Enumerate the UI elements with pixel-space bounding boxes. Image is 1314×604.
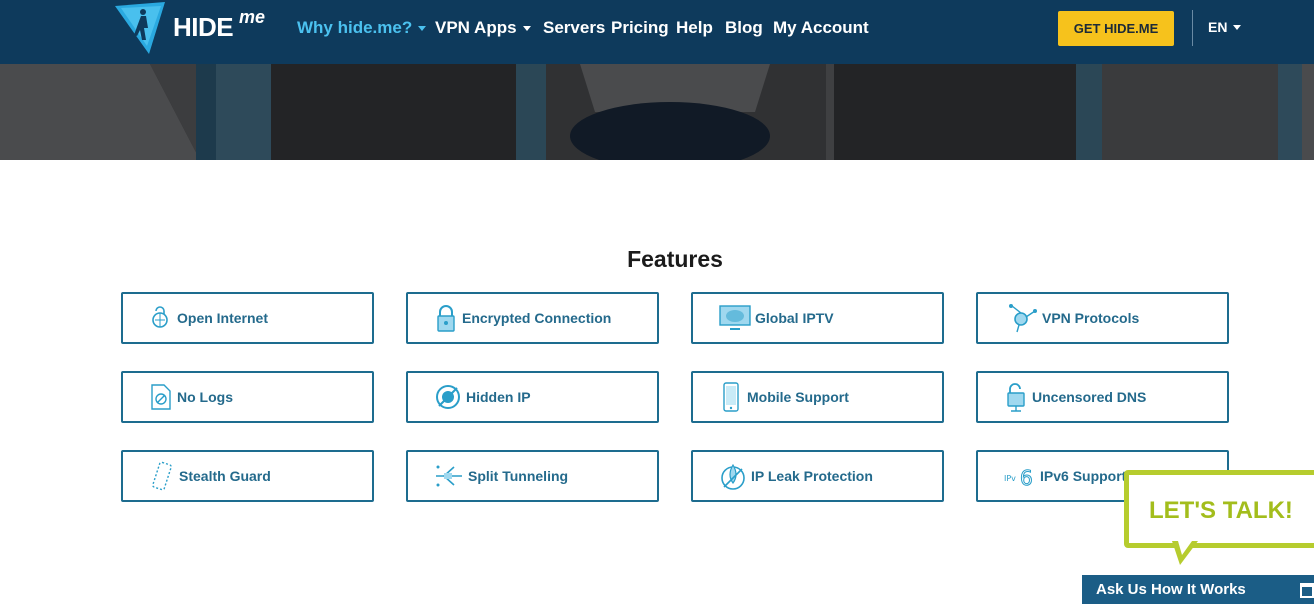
feature-global-iptv[interactable]: Global IPTV — [691, 292, 944, 344]
language-label: EN — [1208, 19, 1228, 35]
chevron-down-icon — [522, 25, 531, 31]
feature-label: Global IPTV — [755, 310, 834, 326]
feature-mobile-support[interactable]: Mobile Support — [691, 371, 944, 423]
nav-pricing[interactable]: Pricing — [611, 18, 669, 38]
get-hide-me-button[interactable]: GET HIDE.ME — [1058, 11, 1174, 46]
nav-label: Why hide.me? — [297, 18, 413, 37]
top-navigation-bar: HIDE me Why hide.me? VPN Apps Servers Pr… — [0, 0, 1314, 64]
chevron-down-icon — [1233, 24, 1242, 30]
feature-label: IP Leak Protection — [751, 468, 873, 484]
nav-why-hide-me[interactable]: Why hide.me? — [297, 18, 427, 38]
nav-vpn-apps[interactable]: VPN Apps — [435, 18, 531, 38]
nav-label: Pricing — [611, 18, 669, 37]
feature-label: Stealth Guard — [179, 468, 271, 484]
chat-window-icon — [1300, 583, 1314, 598]
feature-label: IPv6 Support — [1040, 468, 1127, 484]
tv-globe-icon — [719, 303, 751, 333]
logo-triangle-icon — [115, 2, 165, 54]
nav-servers[interactable]: Servers — [543, 18, 605, 38]
feature-uncensored-dns[interactable]: Uncensored DNS — [976, 371, 1229, 423]
header-divider — [1192, 10, 1193, 46]
split-tunnel-icon — [434, 461, 464, 491]
feature-label: Open Internet — [177, 310, 269, 326]
feature-label: Hidden IP — [466, 389, 531, 405]
network-node-icon — [1004, 303, 1038, 333]
ipv6-icon: IPv 6 — [1004, 461, 1036, 491]
chat-bar-label: Ask Us How It Works — [1096, 581, 1246, 598]
leak-drop-icon — [719, 461, 747, 491]
svg-text:IPv: IPv — [1004, 474, 1016, 483]
feature-hidden-ip[interactable]: Hidden IP — [406, 371, 659, 423]
feature-ip-leak-protection[interactable]: IP Leak Protection — [691, 450, 944, 502]
logo-suffix: me — [239, 7, 266, 27]
feature-open-internet[interactable]: Open Internet — [121, 292, 374, 344]
chat-open-bar[interactable]: Ask Us How It Works — [1082, 575, 1314, 604]
feature-encrypted-connection[interactable]: Encrypted Connection — [406, 292, 659, 344]
feature-stealth-guard[interactable]: Stealth Guard — [121, 450, 374, 502]
nav-label: Help — [676, 18, 713, 37]
feature-label: Split Tunneling — [468, 468, 569, 484]
nav-label: VPN Apps — [435, 18, 517, 37]
nav-label: Servers — [543, 18, 606, 37]
hide-me-logo[interactable]: HIDE me — [113, 2, 283, 54]
hidden-ip-icon — [434, 382, 462, 412]
feature-label: VPN Protocols — [1042, 310, 1140, 326]
no-document-icon — [149, 382, 173, 412]
globe-lock-icon — [149, 303, 173, 333]
hero-image-strip — [0, 64, 1314, 160]
nav-my-account[interactable]: My Account — [773, 18, 869, 38]
feature-no-logs[interactable]: No Logs — [121, 371, 374, 423]
feature-label: Encrypted Connection — [462, 310, 612, 326]
smartphone-icon — [719, 382, 743, 412]
chevron-down-icon — [418, 25, 427, 31]
logo-wordmark: HIDE — [173, 12, 234, 42]
feature-label: No Logs — [177, 389, 233, 405]
svg-text:6: 6 — [1020, 466, 1033, 489]
stealth-device-icon — [149, 461, 175, 491]
language-selector[interactable]: EN — [1208, 19, 1242, 35]
unlocked-padlock-icon — [1004, 382, 1028, 412]
nav-label: My Account — [773, 18, 869, 37]
padlock-icon — [434, 303, 458, 333]
nav-label: Blog — [725, 18, 763, 37]
nav-blog[interactable]: Blog — [725, 18, 763, 38]
hero-photo — [0, 64, 1314, 160]
speech-bubble-tail-icon — [1172, 541, 1198, 565]
feature-label: Mobile Support — [747, 389, 849, 405]
lets-talk-text: LET'S TALK! — [1149, 497, 1293, 524]
feature-label: Uncensored DNS — [1032, 389, 1147, 405]
features-heading: Features — [627, 246, 723, 272]
lets-talk-bubble[interactable]: LET'S TALK! — [1124, 470, 1314, 548]
feature-split-tunneling[interactable]: Split Tunneling — [406, 450, 659, 502]
nav-help[interactable]: Help — [676, 18, 713, 38]
feature-vpn-protocols[interactable]: VPN Protocols — [976, 292, 1229, 344]
